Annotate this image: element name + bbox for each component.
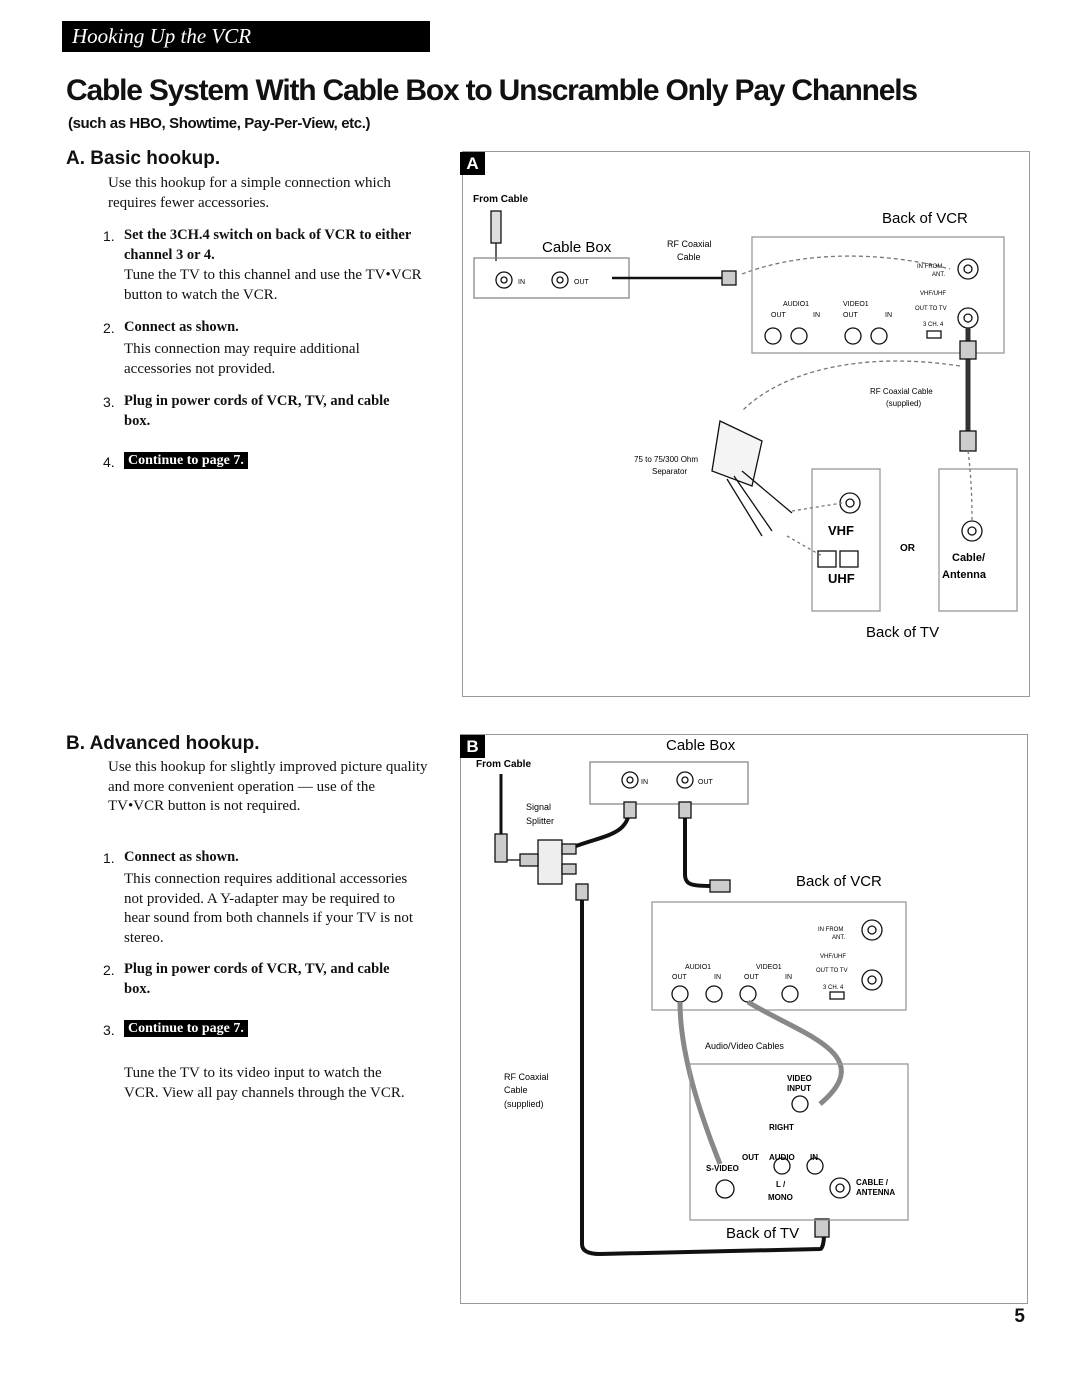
label-vhf-uhf: VHF/UHF	[920, 291, 946, 297]
label-supplied: (supplied)	[504, 1099, 544, 1109]
label-in: IN	[785, 974, 792, 981]
label-cable: Cable	[504, 1085, 528, 1095]
step-number: 2.	[103, 962, 115, 978]
diagram-a-letter: A	[460, 152, 485, 175]
diagram-b-illustration: From Cable Cable Box IN OUT Signal Split…	[476, 737, 909, 1257]
label-ch: 3 CH. 4	[823, 985, 844, 991]
page-number: 5	[1014, 1306, 1025, 1327]
step-number: 1.	[103, 850, 115, 866]
label-out: OUT	[672, 974, 688, 981]
label-from-cable: From Cable	[473, 194, 528, 205]
label-splitter: Splitter	[526, 816, 554, 826]
label-back-of-vcr: Back of VCR	[796, 873, 882, 890]
diagram-a-illustration: From Cable Cable Box IN OUT RF Coaxial C…	[473, 194, 1018, 641]
label-audio: AUDIO	[769, 1153, 795, 1162]
continue-link[interactable]: Continue to page 7.	[124, 451, 248, 469]
step-title: Plug in power cords of VCR, TV, and cabl…	[124, 393, 390, 429]
label-ant: ANT.	[832, 935, 845, 941]
label-av-cables: Audio/Video Cables	[705, 1041, 784, 1051]
label-right: RIGHT	[769, 1123, 794, 1132]
label-antenna: ANTENNA	[856, 1188, 895, 1197]
step-number: 1.	[103, 228, 115, 244]
section-b-heading: B. Advanced hookup.	[66, 733, 260, 754]
diagram-b-frame	[460, 734, 1028, 1304]
label-video1: VIDEO1	[756, 964, 782, 971]
label-rf-coaxial: RF Coaxial	[504, 1072, 549, 1082]
step-body: This connection may require additional a…	[124, 341, 360, 377]
section-header-tab: Hooking Up the VCR	[62, 21, 430, 52]
label-out-to-tv: OUT TO TV	[816, 968, 848, 974]
label-separator-ohm: 75 to 75/300 Ohm	[634, 455, 698, 464]
step-number: 3.	[103, 394, 115, 410]
label-out: OUT	[574, 279, 590, 286]
label-cable: Cable	[677, 252, 701, 262]
label-audio1: AUDIO1	[685, 964, 711, 971]
label-rf-coaxial: RF Coaxial	[667, 239, 712, 249]
label-video1: VIDEO1	[843, 301, 869, 308]
label-cable-box: Cable Box	[542, 239, 612, 256]
section-b-outro: Tune the TV to its video input to watch …	[124, 1065, 405, 1101]
label-cable: CABLE /	[856, 1178, 889, 1187]
label-in: IN	[714, 974, 721, 981]
label-in: IN	[641, 779, 648, 786]
label-separator: Separator	[652, 467, 687, 476]
label-video: VIDEO	[787, 1074, 812, 1083]
section-a-intro: Use this hookup for a simple connection …	[108, 175, 391, 211]
label-uhf: UHF	[828, 571, 855, 586]
section-a-heading: A. Basic hookup.	[66, 148, 221, 169]
step-number: 3.	[103, 1022, 115, 1038]
label-input: INPUT	[787, 1084, 811, 1093]
label-vhf-uhf: VHF/UHF	[820, 954, 846, 960]
diagram-b-letter: B	[460, 735, 485, 758]
label-s-video: S-VIDEO	[706, 1164, 739, 1173]
label-out: OUT	[744, 974, 760, 981]
label-out: OUT	[843, 312, 859, 319]
label-signal: Signal	[526, 802, 551, 812]
label-out: OUT	[742, 1153, 759, 1162]
label-back-of-tv: Back of TV	[866, 624, 939, 641]
label-audio1: AUDIO1	[783, 301, 809, 308]
label-or: OR	[900, 543, 916, 554]
step-title: Plug in power cords of VCR, TV, and cabl…	[124, 961, 390, 997]
page-title: Cable System With Cable Box to Unscrambl…	[66, 74, 918, 107]
step-number: 2.	[103, 320, 115, 336]
label-in: IN	[518, 279, 525, 286]
label-from-cable: From Cable	[476, 759, 531, 770]
section-b-intro: Use this hookup for slightly improved pi…	[108, 759, 428, 814]
label-vhf: VHF	[828, 523, 854, 538]
diagram-a-frame	[462, 151, 1030, 697]
step-body: This connection requires additional acce…	[124, 871, 413, 946]
label-in: IN	[885, 312, 892, 319]
label-in: IN	[813, 312, 820, 319]
label-ant: ANT.	[932, 272, 945, 278]
label-out: OUT	[698, 779, 714, 786]
label-out: OUT	[771, 312, 787, 319]
label-cable-ant: Cable/	[952, 552, 985, 564]
label-rf-supplied: RF Coaxial Cable	[870, 387, 933, 396]
step-title: Connect as shown.	[124, 849, 239, 865]
label-cable-box: Cable Box	[666, 737, 736, 754]
label-back-of-tv: Back of TV	[726, 1225, 799, 1242]
step-body: Tune the TV to this channel and use the …	[124, 267, 422, 303]
page-subtitle: (such as HBO, Showtime, Pay-Per-View, et…	[68, 115, 371, 132]
step-title: Set the 3CH.4 switch on back of VCR to e…	[124, 227, 412, 263]
label-l: L /	[776, 1180, 786, 1189]
step-number: 4.	[103, 454, 115, 470]
step-title: Connect as shown.	[124, 319, 239, 335]
label-in-from: IN FROM	[818, 927, 843, 933]
continue-link[interactable]: Continue to page 7.	[124, 1019, 248, 1037]
label-in: IN	[810, 1153, 818, 1162]
label-mono: MONO	[768, 1193, 793, 1202]
label-antenna: Antenna	[942, 569, 987, 581]
label-back-of-vcr: Back of VCR	[882, 210, 968, 227]
section-header-label: Hooking Up the VCR	[72, 24, 252, 48]
label-supplied: (supplied)	[886, 399, 921, 408]
label-ch: 3 CH. 4	[923, 322, 944, 328]
label-out-to-tv: OUT TO TV	[915, 306, 947, 312]
label-in-from: IN FROM	[917, 264, 942, 270]
